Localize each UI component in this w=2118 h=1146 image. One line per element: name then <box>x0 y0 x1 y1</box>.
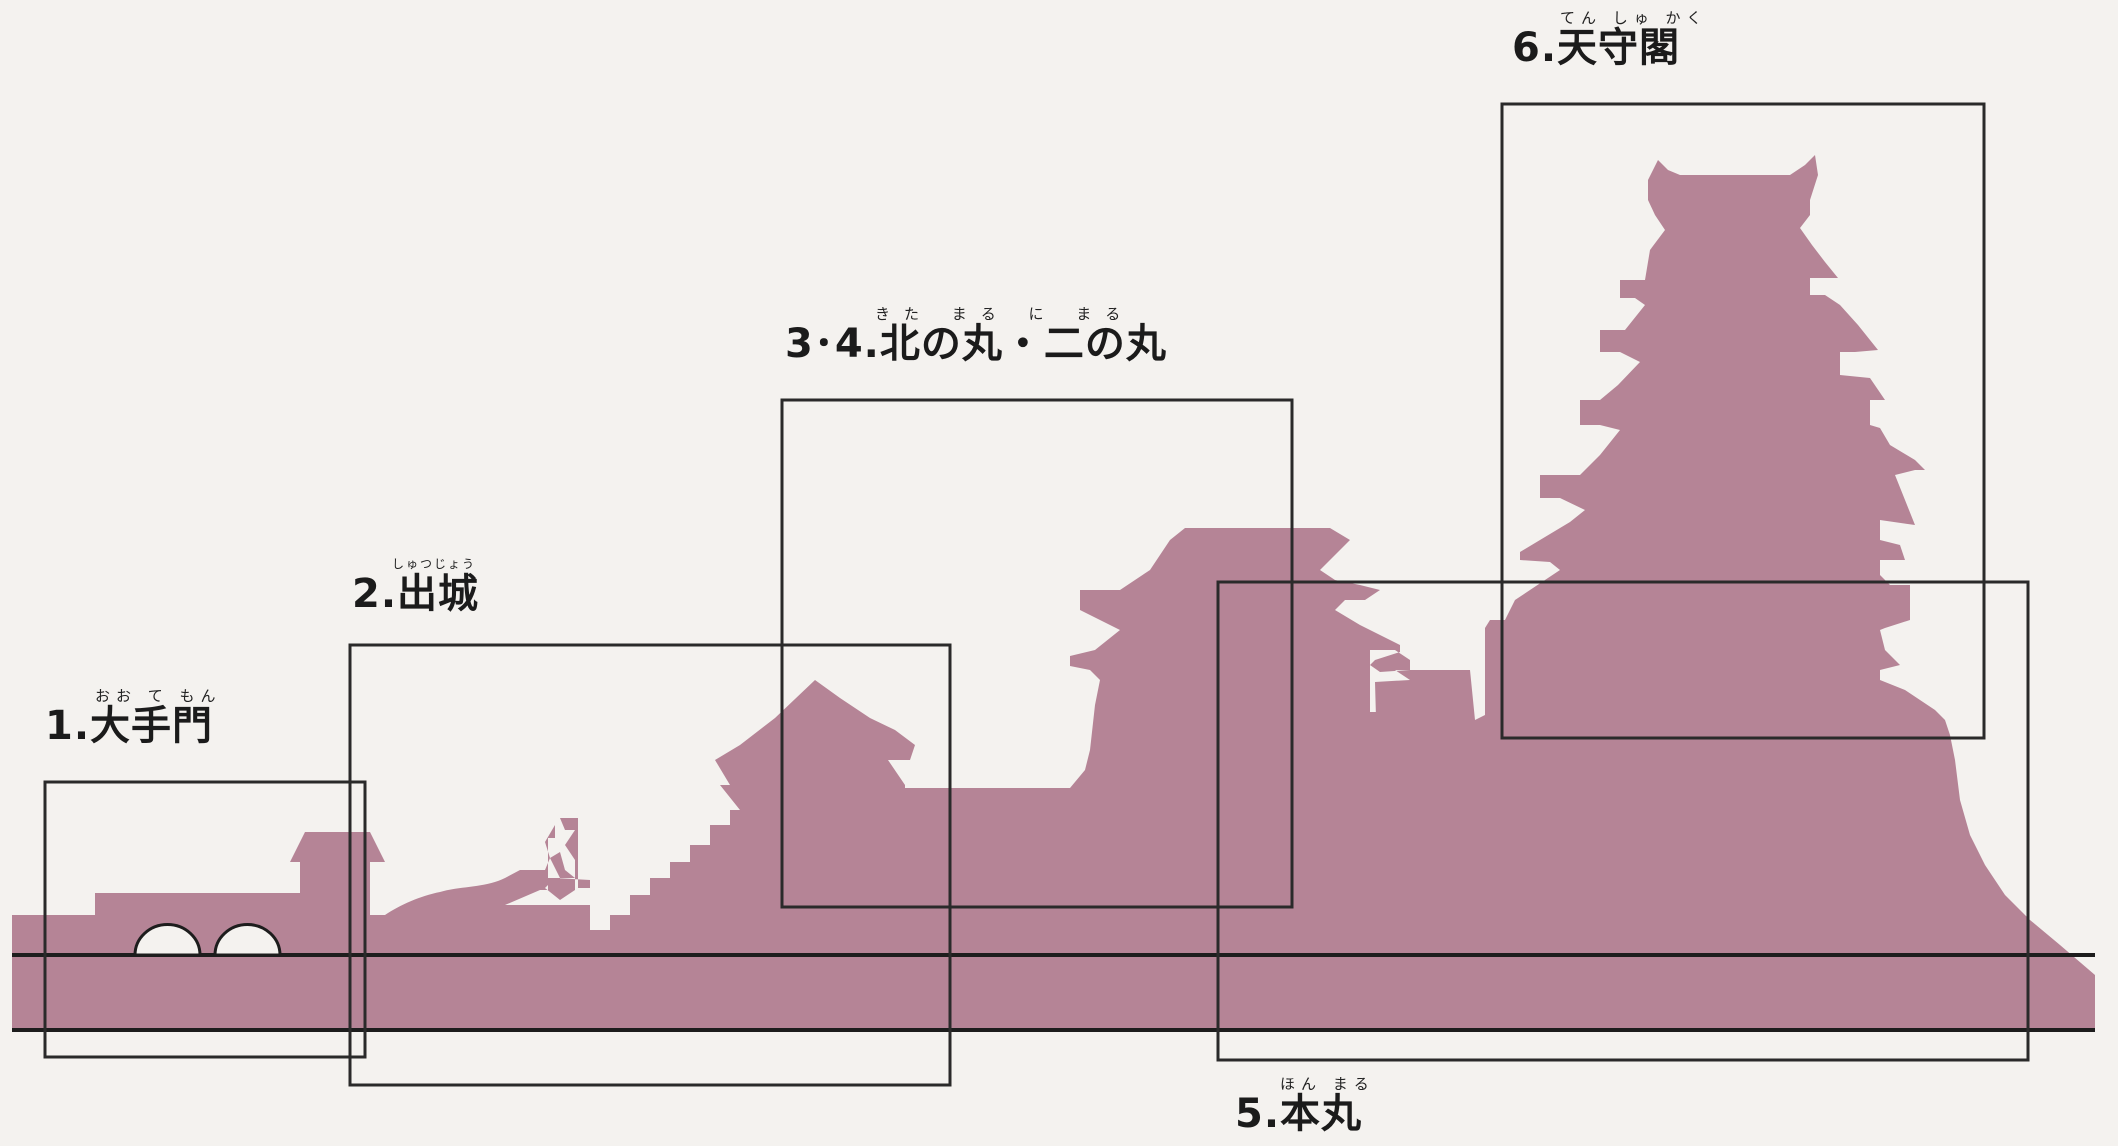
ruby-tenshukaku: てん しゅ かく <box>1560 9 1708 27</box>
ruby-kitanomaru: きた まる に まる <box>875 305 1135 323</box>
title-dejiro: 2.出城 <box>352 571 480 617</box>
frame-kitanomaru <box>780 398 1294 909</box>
label-kitanomaru: きた まる に まる 3･4.北の丸・二の丸 <box>785 306 1167 366</box>
ruby-otemon: おお て もん <box>95 687 222 705</box>
frame-otemon <box>43 780 367 1059</box>
frame-tenshukaku <box>1500 102 1986 740</box>
ruby-dejiro: しゅつじょう <box>392 557 477 571</box>
castle-silhouette <box>12 155 2095 1030</box>
title-honmaru: 5.本丸 <box>1235 1091 1363 1137</box>
label-otemon: おお て もん 1.大手門 <box>45 688 222 748</box>
title-otemon: 1.大手門 <box>45 703 214 749</box>
ruby-honmaru: ほん まる <box>1280 1075 1375 1093</box>
label-dejiro: しゅつじょう 2.出城 <box>352 556 479 616</box>
bridge-arches <box>133 923 282 957</box>
title-kitanomaru: 3･4.北の丸・二の丸 <box>785 321 1167 367</box>
frame-honmaru <box>1216 580 2030 1062</box>
title-tenshukaku: 6.天守閣 <box>1512 25 1681 71</box>
label-tenshukaku: てん しゅ かく 6.天守閣 <box>1512 10 1708 70</box>
frame-dejiro <box>348 643 952 1087</box>
label-honmaru: ほん まる 5.本丸 <box>1235 1076 1375 1136</box>
